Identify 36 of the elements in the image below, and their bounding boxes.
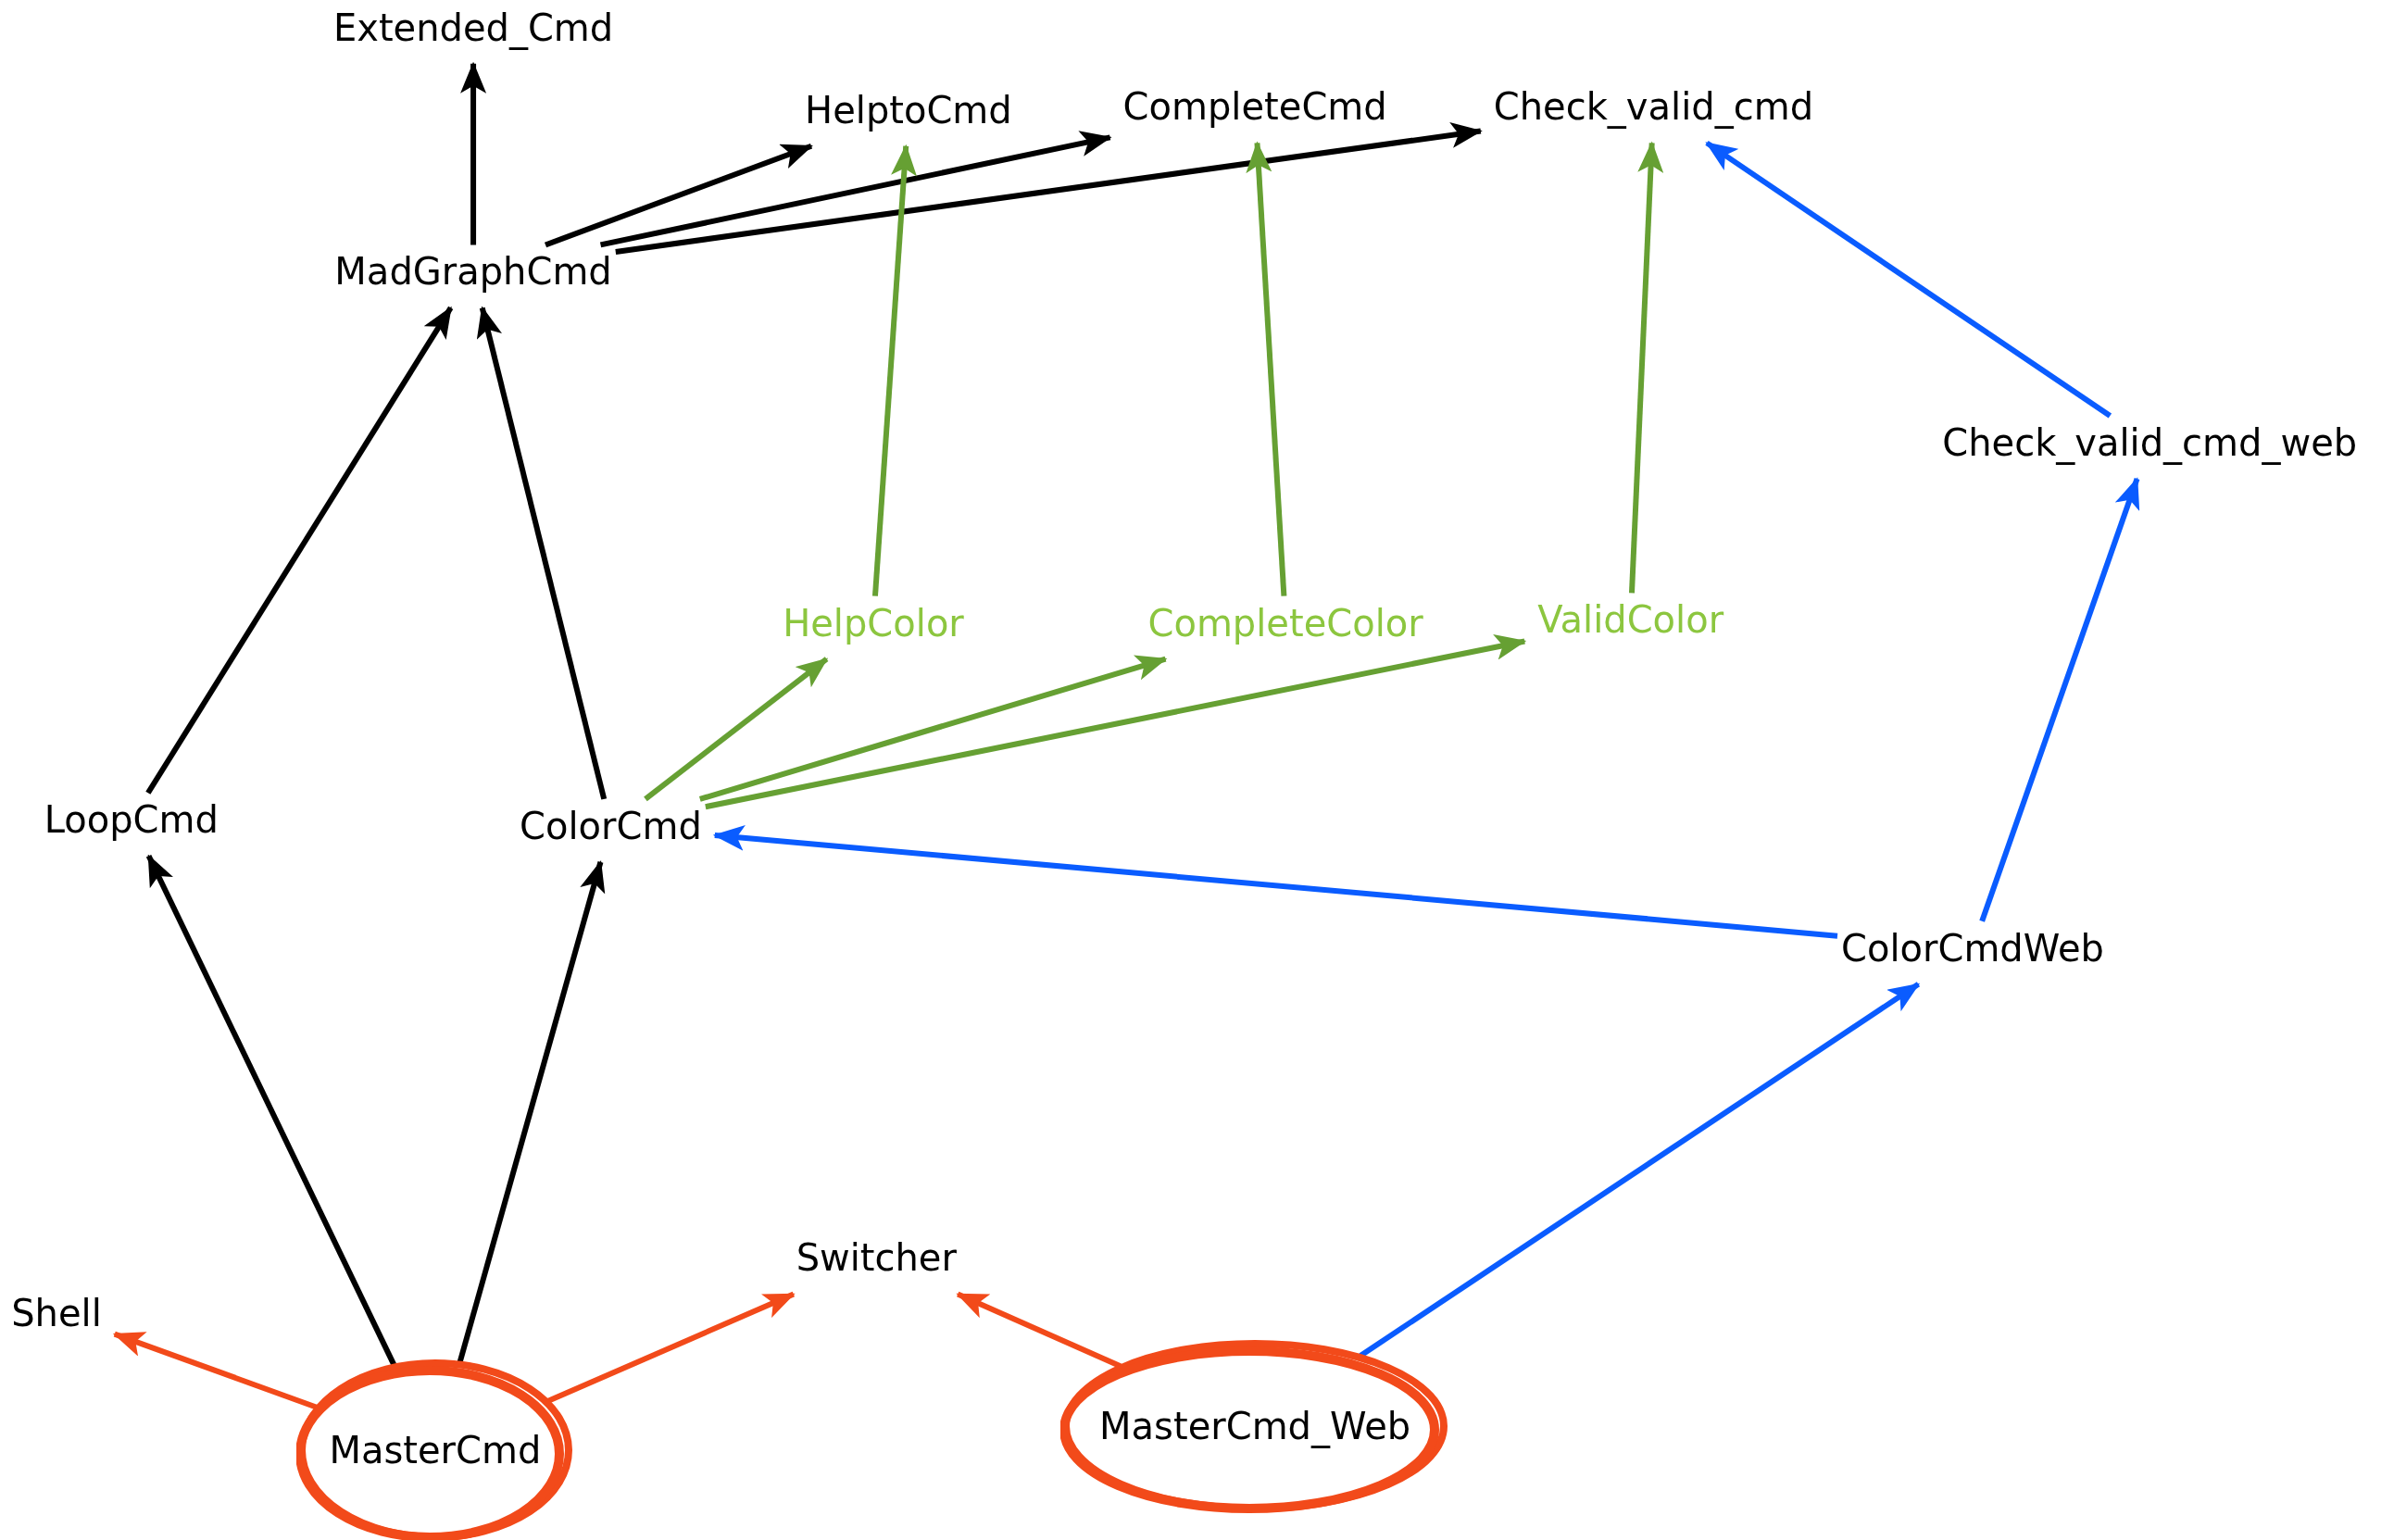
arrow	[457, 859, 606, 1364]
class-name-label: ValidColor	[1537, 596, 1724, 644]
class-name-label: CompleteCmd	[1122, 83, 1387, 131]
class-name-label: Switcher	[796, 1234, 957, 1282]
arrow	[112, 1331, 319, 1410]
arrow	[544, 143, 813, 248]
class-name-label: LoopCmd	[44, 796, 219, 844]
class-name-label: Check_valid_cmd_web	[1942, 419, 2358, 467]
arrow	[1979, 477, 2140, 922]
arrow	[1629, 141, 1664, 594]
oval-node: MasterCmd_Web	[1060, 1337, 1450, 1514]
arrow	[871, 144, 917, 596]
arrow	[145, 306, 454, 795]
arrow	[615, 122, 1483, 255]
arrow	[145, 854, 397, 1367]
arrow	[460, 61, 487, 245]
class-name-label: HelpColor	[783, 599, 964, 646]
arrow	[705, 634, 1527, 810]
class-name-label: Shell	[11, 1289, 102, 1336]
class-name-label: HelptoCmd	[805, 86, 1012, 133]
class-name-label: ColorCmd	[520, 802, 702, 849]
arrow	[1246, 141, 1287, 596]
class-name-label: MadGraphCmd	[334, 248, 612, 295]
arrow	[956, 1291, 1122, 1370]
arrow	[599, 131, 1112, 248]
arrow	[546, 1291, 796, 1404]
arrow	[712, 824, 1838, 939]
class-name-label: Extended_Cmd	[332, 4, 614, 51]
class-name-label: ColorCmdWeb	[1841, 924, 2104, 971]
class-name-label: CompleteColor	[1147, 599, 1423, 646]
arrow	[698, 655, 1168, 802]
arrow	[644, 657, 829, 802]
arrow	[1359, 982, 1921, 1358]
arrow	[1705, 140, 2112, 419]
arrow	[476, 306, 608, 800]
class-name-label: Check_valid_cmd	[1493, 83, 1813, 131]
